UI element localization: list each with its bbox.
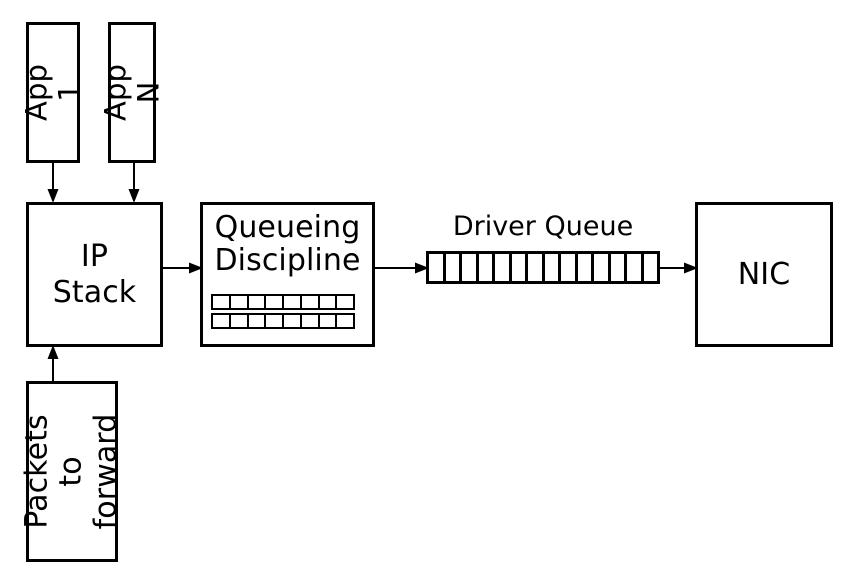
qdisc-packet-cell bbox=[319, 296, 338, 308]
qdisc-packet-cell bbox=[337, 315, 353, 327]
qdisc-packet-cell bbox=[266, 315, 284, 327]
driver-queue-cell bbox=[528, 254, 545, 281]
node-packets-to-forward-label: Packets to forward bbox=[19, 413, 124, 530]
arrow-qdisc-to-driver-queue bbox=[373, 258, 431, 278]
node-app-1[interactable]: App 1 bbox=[20, 22, 86, 163]
qdisc-packet-cell bbox=[284, 315, 302, 327]
driver-queue-cell bbox=[594, 254, 611, 281]
qdisc-packet-cell bbox=[248, 296, 267, 308]
node-queueing-discipline-label: Queueing Discipline bbox=[214, 210, 361, 278]
arrow-driver-queue-to-nic bbox=[658, 258, 700, 278]
arrow-packets-to-ip-stack bbox=[45, 345, 65, 385]
arrow-appn-to-ip-stack bbox=[126, 163, 146, 205]
node-app-n[interactable]: App N bbox=[99, 22, 165, 163]
node-app-n-label: App N bbox=[98, 64, 165, 121]
qdisc-packet-cell bbox=[230, 315, 249, 327]
driver-queue-cell bbox=[495, 254, 512, 281]
node-ip-stack[interactable]: IP Stack bbox=[26, 202, 163, 347]
driver-queue-cell bbox=[544, 254, 561, 281]
driver-queue-cell bbox=[610, 254, 627, 281]
qdisc-packet-cell bbox=[284, 296, 302, 308]
node-nic-label: NIC bbox=[737, 256, 791, 292]
qdisc-packet-cell bbox=[230, 296, 249, 308]
driver-queue-cell bbox=[627, 254, 644, 281]
driver-queue-cell bbox=[577, 254, 594, 281]
node-nic[interactable]: NIC bbox=[695, 202, 833, 347]
qdisc-packet-cell bbox=[248, 315, 267, 327]
qdisc-packet-row bbox=[211, 294, 355, 310]
node-packets-to-forward[interactable]: Packets to forward bbox=[19, 381, 123, 562]
driver-queue-cell bbox=[511, 254, 528, 281]
arrow-ip-stack-to-qdisc bbox=[161, 258, 205, 278]
qdisc-packet-cell bbox=[337, 296, 353, 308]
qdisc-packet-cell bbox=[213, 315, 231, 327]
driver-queue-label: Driver Queue bbox=[452, 211, 634, 242]
qdisc-packet-cell bbox=[319, 315, 338, 327]
arrow-app1-to-ip-stack bbox=[45, 163, 65, 205]
qdisc-packet-cell bbox=[301, 296, 320, 308]
driver-queue-cell bbox=[643, 254, 657, 281]
qdisc-packet-cell bbox=[213, 296, 231, 308]
driver-queue-cell bbox=[429, 254, 446, 281]
qdisc-packet-row bbox=[211, 313, 355, 329]
driver-queue-cell bbox=[462, 254, 479, 281]
driver-queue[interactable] bbox=[426, 251, 660, 284]
node-ip-stack-label: IP Stack bbox=[52, 239, 137, 310]
driver-queue-cell bbox=[561, 254, 578, 281]
driver-queue-cell bbox=[478, 254, 495, 281]
driver-queue-cell bbox=[445, 254, 462, 281]
qdisc-packet-cell bbox=[266, 296, 284, 308]
qdisc-packet-grid bbox=[211, 294, 355, 329]
qdisc-packet-cell bbox=[301, 315, 320, 327]
